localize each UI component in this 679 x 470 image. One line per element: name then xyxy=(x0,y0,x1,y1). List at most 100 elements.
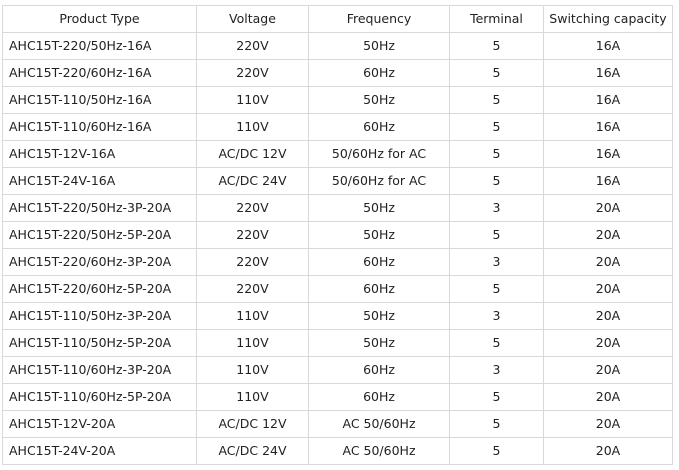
cell-terminal: 5 xyxy=(449,275,544,303)
cell-product-type: AHC15T-110/60Hz-5P-20A xyxy=(2,383,197,411)
cell-terminal: 3 xyxy=(449,248,544,276)
cell-switching-capacity: 20A xyxy=(543,302,673,330)
cell-switching-capacity: 20A xyxy=(543,329,673,357)
cell-terminal: 5 xyxy=(449,383,544,411)
cell-product-type: AHC15T-220/60Hz-16A xyxy=(2,59,197,87)
cell-frequency: 50Hz xyxy=(308,86,450,114)
cell-switching-capacity: 20A xyxy=(543,437,673,465)
cell-voltage: 110V xyxy=(196,86,309,114)
cell-switching-capacity: 16A xyxy=(543,140,673,168)
table-row: AHC15T-110/50Hz-5P-20A 110V 50Hz 5 20A xyxy=(2,329,673,357)
cell-product-type: AHC15T-220/50Hz-5P-20A xyxy=(2,221,197,249)
header-voltage: Voltage xyxy=(196,5,309,33)
cell-frequency: 60Hz xyxy=(308,248,450,276)
table-row: AHC15T-110/60Hz-16A 110V 60Hz 5 16A xyxy=(2,113,673,141)
cell-voltage: 110V xyxy=(196,329,309,357)
cell-product-type: AHC15T-220/50Hz-16A xyxy=(2,32,197,60)
cell-switching-capacity: 20A xyxy=(543,356,673,384)
cell-voltage: 110V xyxy=(196,356,309,384)
cell-switching-capacity: 20A xyxy=(543,248,673,276)
table-row: AHC15T-110/60Hz-3P-20A 110V 60Hz 3 20A xyxy=(2,356,673,384)
table-row: AHC15T-24V-16A AC/DC 24V 50/60Hz for AC … xyxy=(2,167,673,195)
cell-product-type: AHC15T-12V-20A xyxy=(2,410,197,438)
cell-frequency: AC 50/60Hz xyxy=(308,437,450,465)
cell-voltage: 220V xyxy=(196,194,309,222)
cell-voltage: 110V xyxy=(196,302,309,330)
cell-frequency: 60Hz xyxy=(308,383,450,411)
cell-switching-capacity: 16A xyxy=(543,59,673,87)
cell-frequency: 50/60Hz for AC xyxy=(308,140,450,168)
cell-terminal: 5 xyxy=(449,221,544,249)
cell-product-type: AHC15T-220/60Hz-5P-20A xyxy=(2,275,197,303)
table-row: AHC15T-110/60Hz-5P-20A 110V 60Hz 5 20A xyxy=(2,383,673,411)
table-row: AHC15T-220/50Hz-5P-20A 220V 50Hz 5 20A xyxy=(2,221,673,249)
table-row: AHC15T-110/50Hz-16A 110V 50Hz 5 16A xyxy=(2,86,673,114)
cell-frequency: 50/60Hz for AC xyxy=(308,167,450,195)
table-row: AHC15T-220/60Hz-16A 220V 60Hz 5 16A xyxy=(2,59,673,87)
cell-voltage: 110V xyxy=(196,383,309,411)
cell-voltage: 220V xyxy=(196,32,309,60)
cell-product-type: AHC15T-220/60Hz-3P-20A xyxy=(2,248,197,276)
cell-terminal: 3 xyxy=(449,302,544,330)
cell-switching-capacity: 20A xyxy=(543,410,673,438)
cell-frequency: 50Hz xyxy=(308,221,450,249)
cell-switching-capacity: 16A xyxy=(543,167,673,195)
cell-voltage: AC/DC 24V xyxy=(196,167,309,195)
cell-frequency: 50Hz xyxy=(308,194,450,222)
cell-switching-capacity: 16A xyxy=(543,113,673,141)
header-terminal: Terminal xyxy=(449,5,544,33)
cell-product-type: AHC15T-110/50Hz-3P-20A xyxy=(2,302,197,330)
table-row: AHC15T-220/60Hz-5P-20A 220V 60Hz 5 20A xyxy=(2,275,673,303)
table-header-row: Product Type Voltage Frequency Terminal … xyxy=(2,5,673,33)
cell-voltage: 220V xyxy=(196,248,309,276)
table-row: AHC15T-12V-20A AC/DC 12V AC 50/60Hz 5 20… xyxy=(2,410,673,438)
cell-voltage: 220V xyxy=(196,275,309,303)
cell-switching-capacity: 20A xyxy=(543,275,673,303)
cell-product-type: AHC15T-110/50Hz-5P-20A xyxy=(2,329,197,357)
cell-switching-capacity: 20A xyxy=(543,194,673,222)
table-row: AHC15T-220/50Hz-16A 220V 50Hz 5 16A xyxy=(2,32,673,60)
cell-product-type: AHC15T-110/50Hz-16A xyxy=(2,86,197,114)
cell-frequency: 50Hz xyxy=(308,302,450,330)
cell-terminal: 3 xyxy=(449,356,544,384)
cell-voltage: AC/DC 12V xyxy=(196,410,309,438)
product-spec-table-container: Product Type Voltage Frequency Terminal … xyxy=(2,5,673,465)
table-row: AHC15T-220/60Hz-3P-20A 220V 60Hz 3 20A xyxy=(2,248,673,276)
header-product-type: Product Type xyxy=(2,5,197,33)
cell-switching-capacity: 20A xyxy=(543,383,673,411)
cell-terminal: 5 xyxy=(449,140,544,168)
cell-terminal: 3 xyxy=(449,194,544,222)
cell-product-type: AHC15T-110/60Hz-3P-20A xyxy=(2,356,197,384)
cell-terminal: 5 xyxy=(449,113,544,141)
cell-switching-capacity: 16A xyxy=(543,86,673,114)
cell-product-type: AHC15T-24V-16A xyxy=(2,167,197,195)
cell-product-type: AHC15T-110/60Hz-16A xyxy=(2,113,197,141)
cell-frequency: 60Hz xyxy=(308,275,450,303)
cell-product-type: AHC15T-24V-20A xyxy=(2,437,197,465)
header-frequency: Frequency xyxy=(308,5,450,33)
cell-voltage: 220V xyxy=(196,59,309,87)
cell-switching-capacity: 20A xyxy=(543,221,673,249)
cell-frequency: 60Hz xyxy=(308,356,450,384)
cell-terminal: 5 xyxy=(449,32,544,60)
cell-voltage: AC/DC 12V xyxy=(196,140,309,168)
table-row: AHC15T-220/50Hz-3P-20A 220V 50Hz 3 20A xyxy=(2,194,673,222)
cell-frequency: AC 50/60Hz xyxy=(308,410,450,438)
cell-frequency: 60Hz xyxy=(308,59,450,87)
cell-frequency: 50Hz xyxy=(308,32,450,60)
cell-terminal: 5 xyxy=(449,329,544,357)
cell-voltage: 110V xyxy=(196,113,309,141)
cell-terminal: 5 xyxy=(449,437,544,465)
cell-terminal: 5 xyxy=(449,167,544,195)
cell-terminal: 5 xyxy=(449,410,544,438)
cell-voltage: 220V xyxy=(196,221,309,249)
table-row: AHC15T-24V-20A AC/DC 24V AC 50/60Hz 5 20… xyxy=(2,437,673,465)
cell-frequency: 60Hz xyxy=(308,113,450,141)
cell-switching-capacity: 16A xyxy=(543,32,673,60)
table-row: AHC15T-110/50Hz-3P-20A 110V 50Hz 3 20A xyxy=(2,302,673,330)
cell-terminal: 5 xyxy=(449,86,544,114)
cell-product-type: AHC15T-220/50Hz-3P-20A xyxy=(2,194,197,222)
cell-terminal: 5 xyxy=(449,59,544,87)
cell-voltage: AC/DC 24V xyxy=(196,437,309,465)
product-spec-table: Product Type Voltage Frequency Terminal … xyxy=(2,5,673,465)
